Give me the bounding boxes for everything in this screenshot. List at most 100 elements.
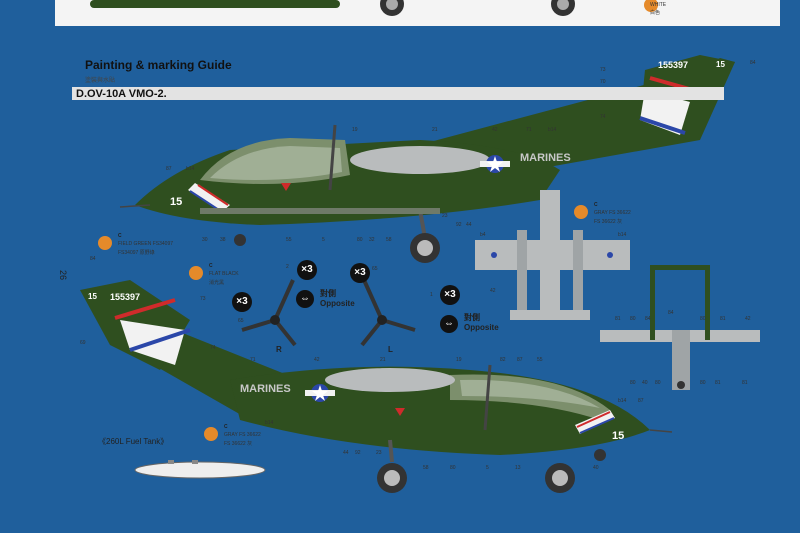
callout-top: 21 [432, 127, 438, 133]
front-view-callout: 81 [720, 316, 726, 322]
propeller-left-drawing [360, 279, 416, 347]
nose-wheel-top [234, 234, 246, 246]
propeller-side-label: R [276, 345, 282, 354]
callout-bottom: 73 [200, 296, 206, 302]
paint-chip-code: C [209, 263, 213, 269]
top-strip-white-label: WHITE [650, 2, 667, 8]
top-strip-white-label-cn: 白色 [650, 10, 661, 16]
callout-top: 92 [456, 222, 462, 228]
callout-top: 80 [357, 237, 363, 243]
warning-triangle-top [281, 183, 291, 191]
callout-bottom: b14 [265, 420, 274, 426]
callout-bottom: 44 [343, 450, 349, 456]
engine-nacelle-bottom [325, 368, 455, 392]
paint-chip-code: C [594, 202, 598, 208]
quantity-badge: ×3 [350, 263, 370, 283]
callout-top: b14 [186, 166, 195, 172]
opposite-arrows-icon: ⇔ [296, 290, 314, 308]
page-subtitle: 塗裝與水貼 [85, 78, 116, 84]
plan-view-callout: b14 [618, 232, 627, 238]
callout-top: 42 [492, 127, 498, 133]
callout-top: 55 [286, 237, 292, 243]
propeller-callout: 65 [238, 318, 244, 324]
fin-blue-stripe-top [639, 116, 686, 135]
front-view-callout: 80 [630, 316, 636, 322]
front-view-callout: 40 [642, 380, 648, 386]
callout-top: 70 [600, 79, 606, 85]
tail-number-top: 15 [170, 196, 183, 208]
aircraft-side-view-bottom [80, 280, 673, 493]
version-header-bar [72, 87, 724, 100]
front-view-callout: 84 [645, 316, 651, 322]
callout-top: 38 [220, 237, 226, 243]
previous-paint-chip-icon [644, 0, 658, 12]
serial-bottom: 155397 [110, 292, 141, 302]
paint-can-icon [98, 236, 112, 250]
paint-can-icon [574, 205, 588, 219]
callout-top: 44 [466, 222, 472, 228]
opposite-label-en: Opposite [320, 299, 355, 308]
callout-bottom: 71 [250, 357, 256, 363]
callout-top: 84 [750, 60, 756, 66]
quantity-badge: ×3 [440, 285, 460, 305]
paint-chip-name: GRAY FS 36622 [594, 210, 631, 216]
fin-number-bottom: 15 [88, 292, 97, 301]
quantity-badge: ×3 [232, 292, 252, 312]
previous-aircraft-belly [90, 0, 340, 8]
propeller-ref: 2 [286, 264, 289, 270]
callout-top: 58 [386, 237, 392, 243]
paint-chip-name-cn: FS 36622 灰 [224, 441, 253, 447]
callout-top: 74 [600, 114, 606, 120]
propeller-ref: 65 [372, 266, 378, 272]
propeller-top [328, 124, 337, 191]
callout-top: 71 [526, 127, 532, 133]
plan-view-callout: b4 [480, 232, 486, 238]
callout-top: 73 [600, 67, 606, 73]
version-label: D.OV-10A VMO-2. [76, 88, 167, 100]
callout-bottom: 19 [456, 357, 462, 363]
tail-number-bottom: 15 [612, 430, 625, 442]
nose-wheel-bottom [594, 449, 606, 461]
callout-top: 5 [322, 237, 325, 243]
front-view-callout: 42 [745, 316, 751, 322]
front-view-callout: 81 [742, 380, 748, 386]
engine-nacelle-top [350, 146, 490, 174]
front-view-callout: 84 [668, 310, 674, 316]
callout-top: 19 [352, 127, 358, 133]
callout-bottom: b14 [618, 398, 627, 404]
fuel-tank-label: 《260L Fuel Tank》 [98, 437, 169, 446]
callout-top: 87 [166, 166, 172, 172]
callout-bottom: 74 [210, 345, 216, 351]
callout-bottom: 92 [355, 450, 361, 456]
front-view-callout: 80 [700, 316, 706, 322]
service-text-top: MARINES [520, 152, 571, 164]
propeller-side-label: L [388, 345, 393, 354]
plan-view-drawing [475, 190, 630, 320]
callout-top: b14 [548, 127, 557, 133]
propeller-ref: 1 [430, 292, 433, 298]
callout-bottom: 21 [380, 357, 386, 363]
quantity-badge: ×3 [297, 260, 317, 280]
page-number: 26 [58, 269, 69, 281]
callout-bottom: 87 [517, 357, 523, 363]
callout-bottom: 80 [450, 465, 456, 471]
front-view-drawing [600, 265, 760, 390]
opposite-arrows-icon: ⇔ [440, 315, 458, 333]
callout-bottom: 5 [486, 465, 489, 471]
callout-bottom: 69 [80, 340, 86, 346]
callout-top: 30 [202, 237, 208, 243]
callout-bottom: 58 [423, 465, 429, 471]
warning-triangle-bottom [395, 408, 405, 416]
opposite-label-en: Opposite [464, 323, 499, 332]
front-view-callout: 80 [630, 380, 636, 386]
paint-can-icon [189, 266, 203, 280]
callout-bottom: 23 [376, 450, 382, 456]
opposite-label-cn: 對側 [464, 313, 480, 322]
callout-top: 23 [442, 213, 448, 219]
paint-chip-name-cn: FS 36622 灰 [594, 219, 623, 225]
paint-chip-name: GRAY FS 36622 [224, 432, 261, 438]
opposite-label-cn: 對側 [320, 289, 336, 298]
paint-chip-name-cn: 消光黑 [209, 280, 225, 286]
paint-chip-name-cn: FS34097 原野綠 [118, 250, 155, 256]
page-title: Painting & marking Guide [85, 58, 232, 72]
